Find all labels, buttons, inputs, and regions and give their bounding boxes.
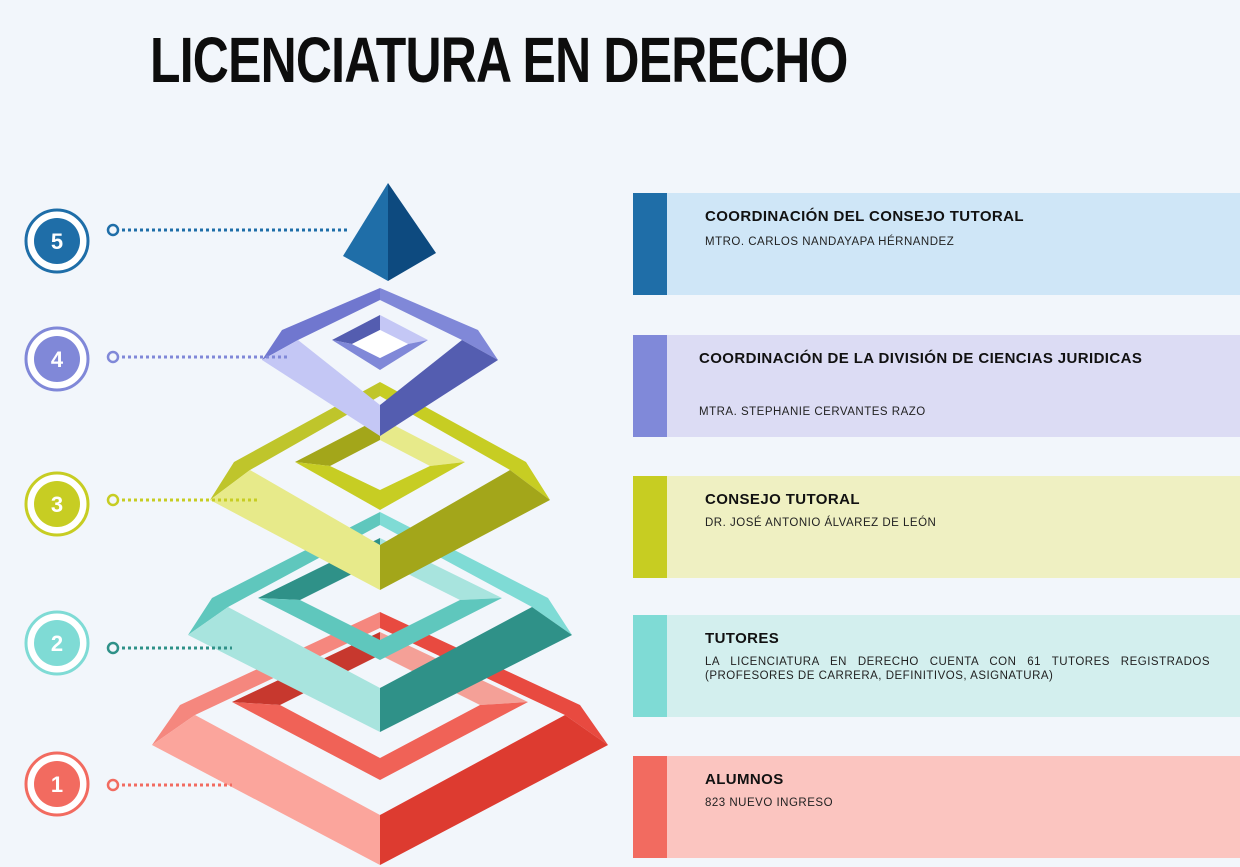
connector-4 bbox=[106, 350, 290, 364]
badge-1: 1 bbox=[24, 751, 90, 817]
pyramid-diagram: 5 4 3 2 1 bbox=[24, 183, 608, 865]
connector-3 bbox=[106, 493, 258, 507]
card-level-3: CONSEJO TUTORAL DR. JOSÉ ANTONIO ÁLVAREZ… bbox=[633, 476, 1240, 578]
card-text: 823 NUEVO INGRESO bbox=[705, 797, 834, 809]
card-title: CONSEJO TUTORAL bbox=[705, 491, 860, 508]
card-text: MTRO. CARLOS NANDAYAPA HÉRNANDEZ bbox=[705, 236, 955, 248]
badge-5: 5 bbox=[24, 208, 90, 274]
card-level-2: TUTORES LA LICENCIATURA EN DERECHO CUENT… bbox=[633, 615, 1240, 717]
card-title: COORDINACIÓN DEL CONSEJO TUTORAL bbox=[705, 208, 1024, 225]
connector-1 bbox=[106, 778, 232, 792]
card-title: TUTORES bbox=[705, 630, 780, 647]
card-level-1: ALUMNOS 823 NUEVO INGRESO bbox=[633, 756, 1240, 858]
card-text: MTRA. STEPHANIE CERVANTES RAZO bbox=[699, 406, 926, 418]
badge-3: 3 bbox=[24, 471, 90, 537]
card-accent bbox=[633, 615, 667, 717]
card-level-5: COORDINACIÓN DEL CONSEJO TUTORAL MTRO. C… bbox=[633, 193, 1240, 295]
pyramid-level-1 bbox=[152, 612, 608, 865]
badge-2: 2 bbox=[24, 610, 90, 676]
pyramid-level-5 bbox=[343, 183, 436, 281]
badge-number-4: 4 bbox=[51, 347, 64, 372]
card-text: LA LICENCIATURA EN DERECHO CUENTA CON 61… bbox=[705, 656, 1210, 682]
card-accent bbox=[633, 193, 667, 295]
page-title: LICENCIATURA EN DERECHO bbox=[150, 24, 848, 96]
connector-5 bbox=[106, 223, 350, 237]
connector-2 bbox=[106, 641, 232, 655]
card-accent bbox=[633, 756, 667, 858]
card-title: ALUMNOS bbox=[705, 771, 784, 788]
pyramid-level-4 bbox=[262, 288, 498, 436]
pyramid-level-3 bbox=[210, 382, 550, 590]
card-level-4: COORDINACIÓN DE LA DIVISIÓN DE CIENCIAS … bbox=[633, 335, 1240, 437]
badge-number-2: 2 bbox=[51, 631, 63, 656]
badge-4: 4 bbox=[24, 326, 90, 392]
card-text: DR. JOSÉ ANTONIO ÁLVAREZ DE LEÓN bbox=[705, 517, 937, 529]
badge-number-1: 1 bbox=[51, 772, 63, 797]
card-accent bbox=[633, 335, 667, 437]
badge-number-5: 5 bbox=[51, 229, 63, 254]
card-accent bbox=[633, 476, 667, 578]
badge-number-3: 3 bbox=[51, 492, 63, 517]
card-title: COORDINACIÓN DE LA DIVISIÓN DE CIENCIAS … bbox=[699, 350, 1143, 367]
pyramid-level-2 bbox=[188, 512, 572, 732]
